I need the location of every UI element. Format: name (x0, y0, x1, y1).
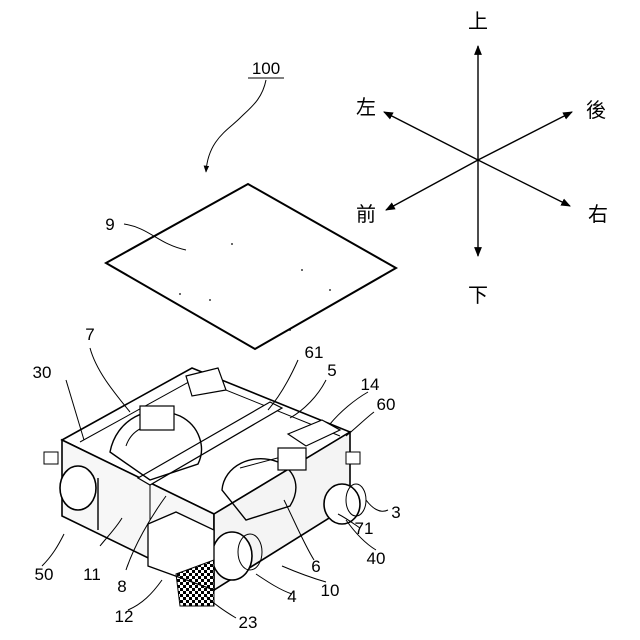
dir-right-label: 右 (588, 202, 608, 226)
label-50: 50 (35, 565, 54, 584)
assembly-label: 100 (252, 59, 280, 78)
front-arrow (386, 160, 478, 210)
label-4: 4 (287, 587, 296, 606)
label-9: 9 (105, 215, 114, 234)
dir-left-label: 左 (356, 95, 376, 119)
direction-compass: 上 下 左 右 前 後 (356, 9, 608, 307)
label-7: 7 (85, 325, 94, 344)
label-5: 5 (327, 361, 336, 380)
label-23: 23 (239, 613, 258, 632)
label-10: 10 (321, 581, 340, 600)
lid-panel: 9 (105, 184, 396, 349)
label-6: 6 (311, 557, 320, 576)
label-61: 61 (305, 343, 324, 362)
dir-down-label: 下 (468, 283, 488, 307)
label-60: 60 (377, 395, 396, 414)
label-8: 8 (117, 577, 126, 596)
label-12: 12 (115, 607, 134, 626)
label-40: 40 (367, 549, 386, 568)
right-arrow (478, 160, 570, 206)
dir-front-label: 前 (356, 202, 376, 226)
left-arrow (384, 112, 478, 160)
label-71: 71 (355, 519, 374, 538)
label-3: 3 (391, 503, 400, 522)
back-arrow (478, 112, 572, 160)
label-11: 11 (83, 565, 101, 584)
dir-back-label: 後 (586, 98, 606, 122)
label-14: 14 (361, 375, 380, 394)
dir-up-label: 上 (468, 9, 488, 33)
label-30: 30 (33, 363, 52, 382)
assembly-reference: 100 (206, 59, 284, 172)
